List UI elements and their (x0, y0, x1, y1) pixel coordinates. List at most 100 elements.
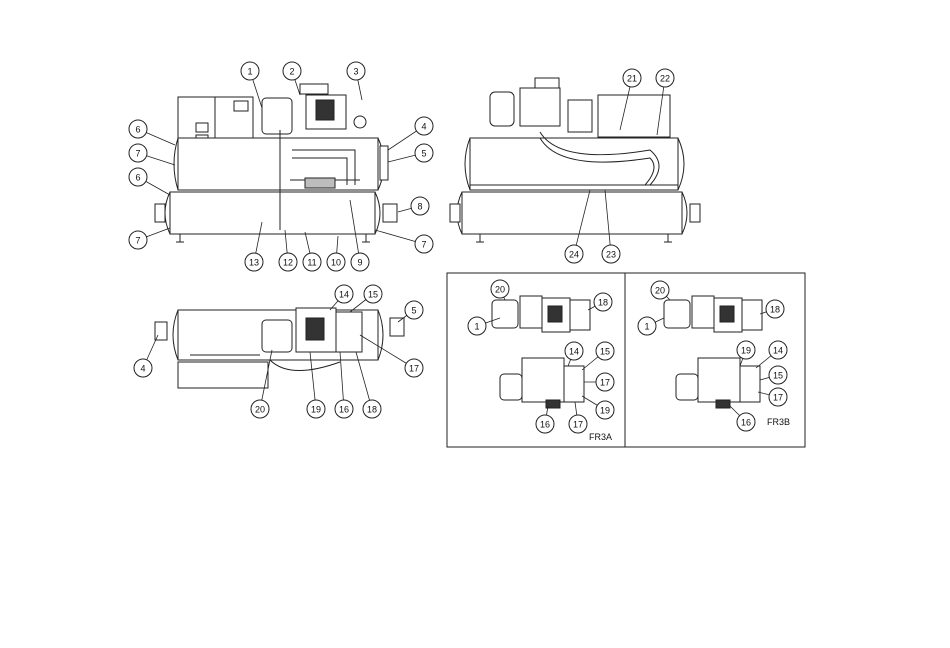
callout-18: 18 (766, 300, 784, 318)
callout-17: 17 (405, 359, 423, 377)
callout-number: 14 (569, 347, 579, 357)
callout-number: 17 (409, 364, 419, 374)
callout-number: 20 (495, 285, 505, 295)
callout-5: 5 (405, 301, 423, 319)
callout-17: 17 (596, 373, 614, 391)
callout-22: 22 (656, 69, 674, 87)
callout-15: 15 (769, 366, 787, 384)
callout-number: 7 (135, 149, 140, 159)
callout-14: 14 (335, 285, 353, 303)
callout-number: 14 (339, 290, 349, 300)
callout-number: 8 (417, 202, 422, 212)
callout-16: 16 (335, 400, 353, 418)
callout-2: 2 (283, 62, 301, 80)
callout-number: 19 (600, 406, 610, 416)
callout-14: 14 (565, 342, 583, 360)
callout-16: 16 (536, 415, 554, 433)
callout-12: 12 (279, 253, 297, 271)
callout-number: 1 (644, 322, 649, 332)
callout-7: 7 (129, 231, 147, 249)
callout-number: 1 (474, 322, 479, 332)
callout-20: 20 (491, 280, 509, 298)
callout-20: 20 (251, 400, 269, 418)
callout-number: 21 (627, 74, 637, 84)
callout-number: 17 (573, 420, 583, 430)
callout-4: 4 (134, 359, 152, 377)
callout-18: 18 (594, 293, 612, 311)
callout-number: 6 (135, 125, 140, 135)
callout-number: 19 (311, 405, 321, 415)
callout-number: 5 (421, 149, 426, 159)
callout-6: 6 (129, 120, 147, 138)
callout-7: 7 (415, 235, 433, 253)
junction-box (598, 95, 670, 137)
callout-11: 11 (303, 253, 321, 271)
callout-number: 6 (135, 173, 140, 183)
callout-number: 12 (283, 258, 293, 268)
callout-number: 10 (331, 258, 341, 268)
callout-4: 4 (415, 117, 433, 135)
callout-number: 15 (600, 347, 610, 357)
callout-20: 20 (651, 281, 669, 299)
callout-24: 24 (565, 245, 583, 263)
front-view-drawing (155, 84, 397, 242)
callout-3: 3 (347, 62, 365, 80)
upper-shell (178, 138, 378, 190)
callout-number: 3 (353, 67, 358, 77)
callout-number: 16 (339, 405, 349, 415)
callout-23: 23 (602, 245, 620, 263)
callout-number: 7 (421, 240, 426, 250)
callout-19: 19 (737, 341, 755, 359)
callout-7: 7 (129, 144, 147, 162)
callout-17: 17 (769, 388, 787, 406)
callout-number: 19 (741, 346, 751, 356)
callout-15: 15 (596, 342, 614, 360)
callout-21: 21 (623, 69, 641, 87)
callout-number: 11 (307, 258, 316, 268)
callout-number: 20 (655, 286, 665, 296)
callout-14: 14 (769, 341, 787, 359)
callout-number: 17 (600, 378, 610, 388)
callout-number: 4 (421, 122, 426, 132)
top-view-drawing (155, 308, 404, 388)
callout-6: 6 (129, 168, 147, 186)
callout-10: 10 (327, 253, 345, 271)
lower-shell (170, 192, 375, 234)
rear-view-drawing (450, 78, 700, 242)
callout-number: 9 (357, 258, 362, 268)
callout-number: 16 (741, 418, 751, 428)
callout-18: 18 (363, 400, 381, 418)
callout-1: 1 (468, 317, 486, 335)
callout-number: 18 (367, 405, 377, 415)
fr3a-label: FR3A (589, 432, 612, 442)
callout-number: 2 (289, 67, 294, 77)
callout-19: 19 (596, 401, 614, 419)
callout-number: 18 (770, 305, 780, 315)
callout-number: 15 (368, 290, 378, 300)
callout-17: 17 (569, 415, 587, 433)
callout-number: 15 (773, 371, 783, 381)
callout-1: 1 (638, 317, 656, 335)
callout-number: 23 (606, 250, 616, 260)
callout-number: 20 (255, 405, 265, 415)
fr3b-label: FR3B (767, 417, 790, 427)
callout-15: 15 (364, 285, 382, 303)
callout-number: 5 (411, 306, 416, 316)
callout-number: 24 (569, 250, 579, 260)
callout-number: 17 (773, 393, 783, 403)
callout-19: 19 (307, 400, 325, 418)
callout-5: 5 (415, 144, 433, 162)
callout-9: 9 (351, 253, 369, 271)
callout-number: 22 (660, 74, 670, 84)
callout-1: 1 (241, 62, 259, 80)
callout-number: 18 (598, 298, 608, 308)
callout-number: 13 (249, 258, 259, 268)
callout-number: 16 (540, 420, 550, 430)
callout-number: 4 (140, 364, 145, 374)
callout-number: 14 (773, 346, 783, 356)
callout-13: 13 (245, 253, 263, 271)
callout-8: 8 (411, 197, 429, 215)
callout-16: 16 (737, 413, 755, 431)
callout-number: 7 (135, 236, 140, 246)
